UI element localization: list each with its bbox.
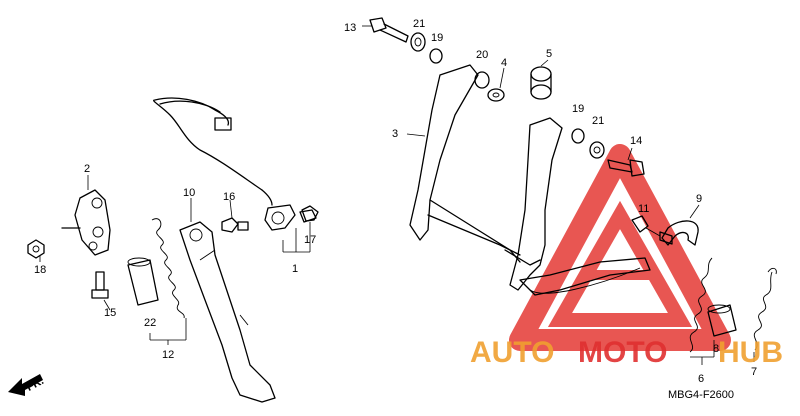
- callout-10: 10: [183, 187, 195, 199]
- callout-14: 14: [630, 135, 642, 147]
- callout-21-right: 21: [592, 115, 604, 127]
- washer-19-top: [429, 48, 443, 64]
- callout-15: 15: [104, 307, 116, 319]
- callout-19-top: 19: [431, 32, 443, 44]
- bolt-14: [607, 159, 645, 177]
- nut-18: [27, 239, 45, 259]
- spring-12: [151, 218, 185, 319]
- bracket: [61, 189, 111, 256]
- callout-18: 18: [34, 264, 46, 276]
- callout-labels: 1 2 3 4 5 6 7 8 9 10 11 12 13 14 15 16 1…: [34, 18, 757, 385]
- callout-16: 16: [223, 191, 235, 203]
- diagram-code: MBG4-F2600: [668, 389, 734, 401]
- main-stand: [409, 64, 651, 296]
- collar-5: [530, 66, 552, 100]
- front-direction-arrow: [8, 374, 43, 396]
- bolt-13: [369, 17, 409, 43]
- washer-21-right: [589, 141, 605, 159]
- watermark-moto: MOTO: [578, 336, 667, 369]
- callout-22: 22: [144, 317, 156, 329]
- callout-3: 3: [392, 128, 398, 140]
- watermark-auto: AUTO: [470, 336, 554, 369]
- collar-22: [127, 257, 159, 306]
- callout-17: 17: [304, 234, 316, 246]
- bolt-16: [221, 217, 249, 233]
- callout-4: 4: [501, 57, 507, 69]
- spring-7: [753, 267, 777, 351]
- washer-20: [474, 71, 490, 89]
- collar-8: [707, 304, 737, 337]
- watermark-hub: HUB: [718, 336, 783, 369]
- callout-6: 6: [698, 373, 704, 385]
- washer-19-right: [571, 128, 585, 144]
- callout-11: 11: [638, 203, 649, 215]
- washer-4: [487, 88, 505, 102]
- side-stand-switch: [153, 97, 317, 231]
- callout-13: 13: [344, 22, 356, 34]
- callout-21-top: 21: [413, 18, 425, 30]
- washer-21-top: [410, 32, 426, 52]
- nut-17: [301, 205, 319, 222]
- leader-lines: [39, 25, 755, 365]
- bolt-11: [631, 215, 661, 237]
- callout-12: 12: [162, 349, 174, 361]
- callout-20: 20: [476, 49, 488, 61]
- bolt-15: [91, 271, 109, 299]
- callout-9: 9: [696, 193, 702, 205]
- watermark-text: AUTO MOTO HUB: [470, 336, 783, 369]
- callout-2: 2: [84, 163, 90, 175]
- front-label: FR.: [25, 375, 46, 394]
- callout-7: 7: [751, 366, 757, 378]
- spring-6: [689, 257, 713, 353]
- side-stand: [179, 221, 276, 403]
- callout-19-right: 19: [572, 103, 584, 115]
- bracket-9: [659, 220, 699, 246]
- callout-1: 1: [292, 263, 298, 275]
- watermark-logo: [509, 144, 731, 351]
- callout-5: 5: [546, 48, 552, 60]
- callout-8: 8: [713, 343, 719, 355]
